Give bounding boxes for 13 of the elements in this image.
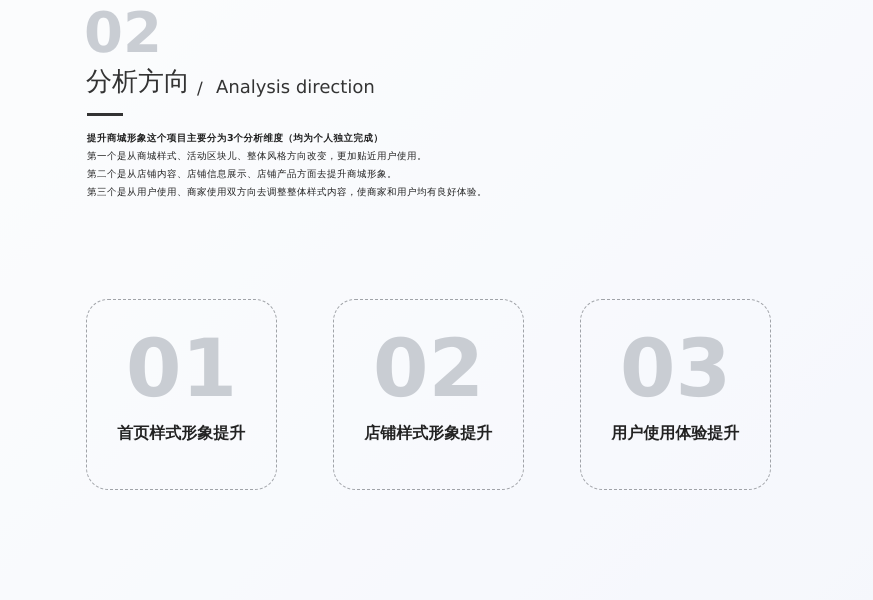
dashed-card xyxy=(333,299,524,490)
dashed-card xyxy=(580,299,771,490)
card-title: 用户使用体验提升 xyxy=(610,422,740,444)
title-text: 分析方向 xyxy=(86,68,190,97)
card-title: 首页样式形象提升 xyxy=(116,422,246,444)
dashed-card xyxy=(86,299,277,490)
card-title: 店铺样式形象提升 xyxy=(363,422,494,444)
subtitle-text: Analysis direction xyxy=(216,78,375,98)
separator-slash: / xyxy=(197,80,203,99)
description-text: 第一个是从商城样式、活动区块儿、整体风格方向改变，更加贴近用户使用。 xyxy=(87,152,427,162)
description-text: 第三个是从用户使用、商家使用双方向去调整整体样式内容，使商家和用户均有良好体验。 xyxy=(87,188,487,198)
description-text: 第二个是从店铺内容、店铺信息展示、店铺产品方面去提升商城形象。 xyxy=(87,170,397,180)
intro-text: 提升商城形象这个项目主要分为3个分析维度（均为个人独立完成） xyxy=(87,134,384,144)
